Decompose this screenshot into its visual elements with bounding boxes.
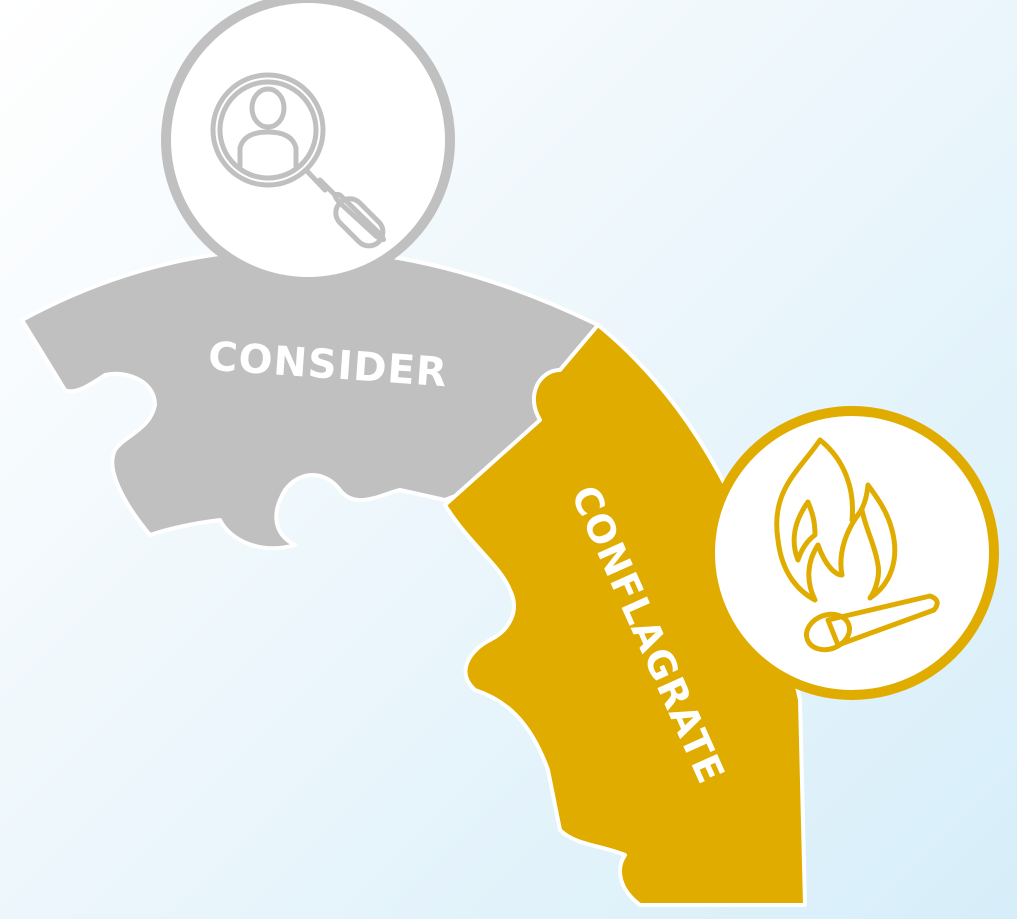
flame-match-icon bbox=[774, 437, 940, 653]
consider-icon-circle bbox=[161, 0, 455, 287]
person-search-icon bbox=[210, 72, 386, 249]
conflagrate-icon-circle bbox=[705, 406, 999, 700]
